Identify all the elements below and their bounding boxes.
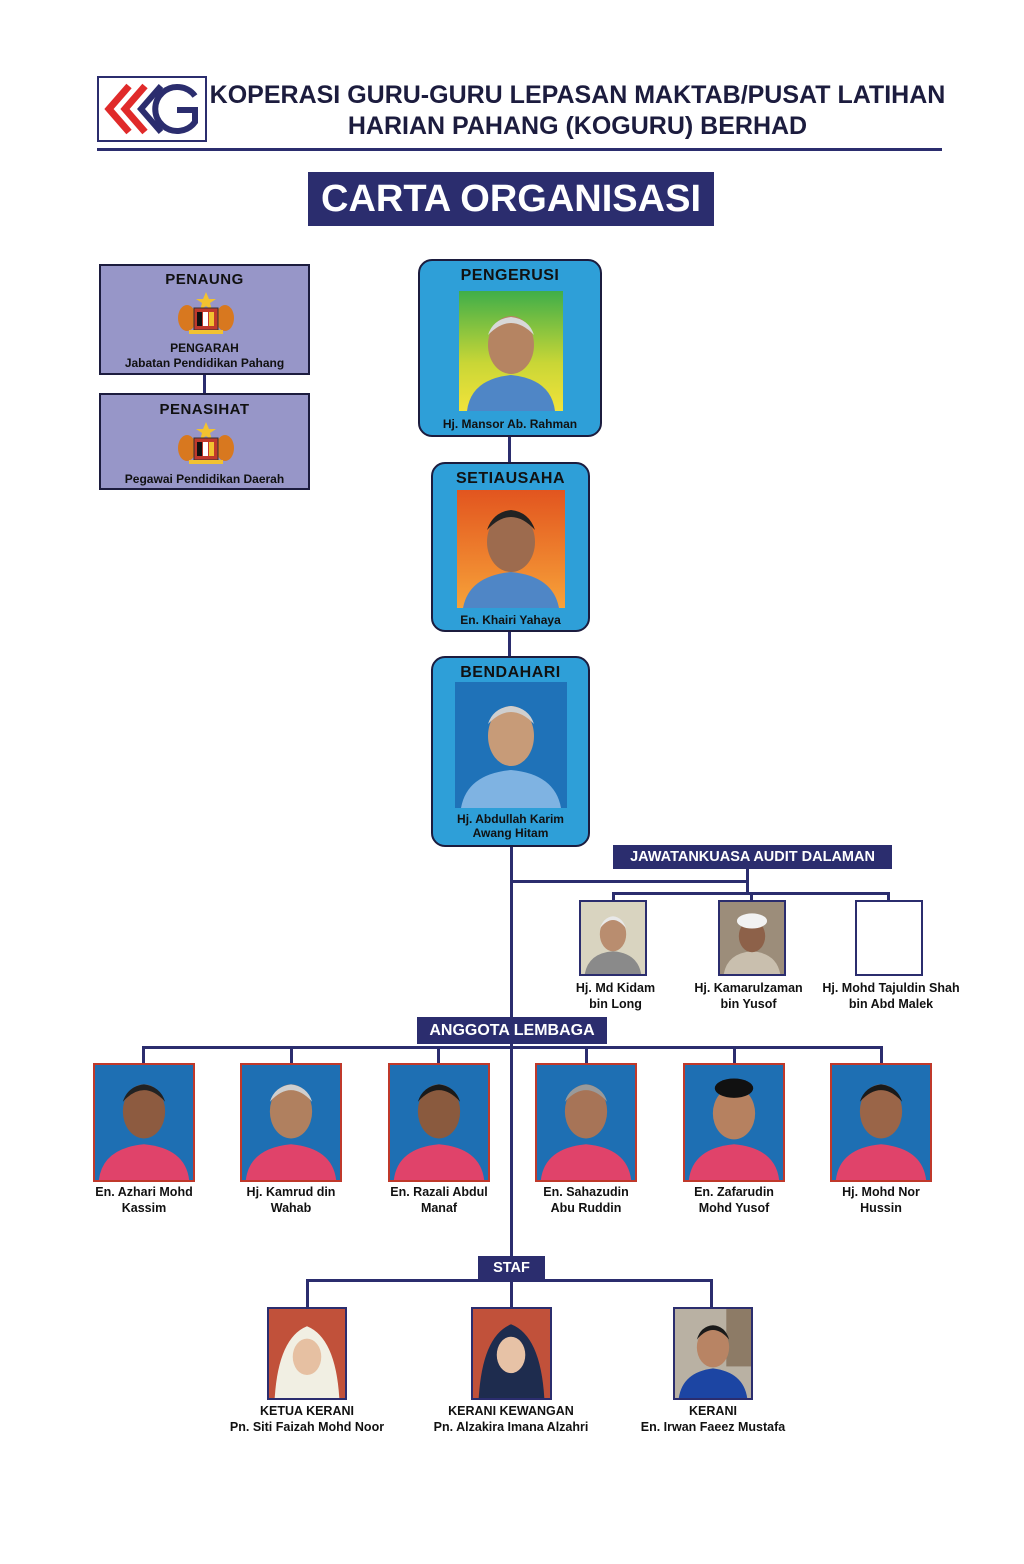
audit-member-caption-3: Hj. Mohd Tajuldin Shah bin Abd Malek [812,980,970,1012]
penaung-box: PENAUNG PENGARAH Jabatan Pendidikan Paha… [99,264,310,375]
audit-connector-horizontal [512,880,748,883]
setiausaha-name: En. Khairi Yahaya [433,613,588,627]
setiausaha-photo [457,490,565,608]
board-member-photo-4 [535,1063,637,1182]
board-member-photo-3 [388,1063,490,1182]
penaung-penasihat-connector [203,374,206,394]
pengerusi-photo [459,291,563,411]
anggota-drop-1 [142,1046,145,1064]
board-member-photo-2 [240,1063,342,1182]
anggota-drop-6 [880,1046,883,1064]
pengerusi-setiausaha-connector [508,436,511,463]
pengerusi-box: PENGERUSI Hj. Mansor Ab. Rahman [418,259,602,437]
board-member-caption-1: En. Azhari Mohd Kassim [68,1184,220,1216]
staff-label: STAF [478,1256,545,1281]
pengerusi-title: PENGERUSI [420,267,600,285]
audit-committee-label: JAWATANKUASA AUDIT DALAMAN [613,845,892,869]
header-divider [97,148,942,151]
coat-of-arms-icon [175,420,237,466]
staff-caption-3: KERANI En. Irwan Faeez Mustafa [613,1403,813,1435]
bendahari-photo [455,682,567,808]
staff-caption-2: KERANI KEWANGAN Pn. Alzakira Imana Alzah… [411,1403,611,1435]
staf-drop-2 [510,1279,513,1308]
anggota-branch-bar [142,1046,883,1049]
board-member-caption-5: En. Zafarudin Mohd Yusof [658,1184,810,1216]
staff-caption-1: KETUA KERANI Pn. Siti Faizah Mohd Noor [207,1403,407,1435]
setiausaha-box: SETIAUSAHA En. Khairi Yahaya [431,462,590,632]
organization-name-line2: HARIAN PAHANG (KOGURU) BERHAD [205,111,950,142]
audit-stem [746,880,749,894]
penaung-title: PENAUNG [101,271,308,288]
penaung-line1: PENGARAH [101,341,308,355]
organization-name-line1: KOPERASI GURU-GURU LEPASAN MAKTAB/PUSAT … [205,80,950,111]
audit-member-photo-2 [718,900,786,976]
board-member-photo-6 [830,1063,932,1182]
staff-photo-2 [471,1307,552,1400]
audit-member-caption-2: Hj. Kamarulzaman bin Yusof [676,980,821,1012]
anggota-drop-4 [585,1046,588,1064]
coat-of-arms-icon [175,290,237,336]
board-member-photo-5 [683,1063,785,1182]
board-members-label: ANGGOTA LEMBAGA [417,1017,607,1044]
bendahari-box: BENDAHARI Hj. Abdullah Karim Awang Hitam [431,656,590,847]
pengerusi-name: Hj. Mansor Ab. Rahman [420,417,600,431]
staff-photo-3 [673,1307,753,1400]
chart-title-banner: CARTA ORGANISASI [308,172,714,226]
staf-drop-3 [710,1279,713,1308]
staff-photo-1 [267,1307,347,1400]
setiausaha-title: SETIAUSAHA [433,470,588,488]
anggota-drop-5 [733,1046,736,1064]
anggota-drop-2 [290,1046,293,1064]
setiausaha-bendahari-connector [508,630,511,657]
staf-drop-1 [306,1279,309,1308]
penasihat-line1: Pegawai Pendidikan Daerah [101,472,308,486]
audit-member-photo-1 [579,900,647,976]
board-member-caption-3: En. Razali Abdul Manaf [363,1184,515,1216]
bendahari-name-line1: Hj. Abdullah Karim [433,812,588,826]
audit-member-caption-1: Hj. Md Kidam bin Long [543,980,688,1012]
bendahari-title: BENDAHARI [433,664,588,682]
penasihat-box: PENASIHAT Pegawai Pendidikan Daerah [99,393,310,490]
board-member-caption-2: Hj. Kamrud din Wahab [215,1184,367,1216]
anggota-drop-3 [437,1046,440,1064]
bendahari-name-line2: Awang Hitam [433,826,588,840]
board-member-caption-4: En. Sahazudin Abu Ruddin [510,1184,662,1216]
board-member-photo-1 [93,1063,195,1182]
penasihat-title: PENASIHAT [101,401,308,418]
audit-member-photo-3-placeholder [855,900,923,976]
koguru-logo [97,76,207,142]
board-member-caption-6: Hj. Mohd Nor Hussin [805,1184,957,1216]
penaung-line2: Jabatan Pendidikan Pahang [101,356,308,370]
